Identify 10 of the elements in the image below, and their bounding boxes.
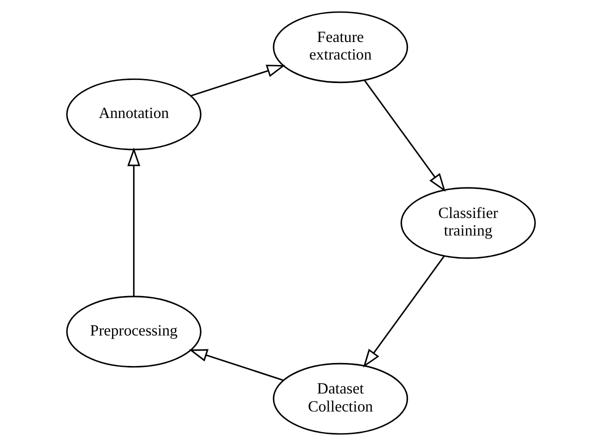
node-ellipse: Annotation [66,78,201,150]
arrow [126,148,140,296]
node-ellipse: Preprocessing [66,296,201,368]
node-ellipse: Feature extraction [272,11,408,84]
arrow [362,256,444,368]
node-ellipse: Classifier training [400,187,536,259]
arrow [190,64,285,97]
arrow [363,80,446,192]
arrow [188,349,284,381]
node-ellipse: Dataset Collection [272,362,408,435]
